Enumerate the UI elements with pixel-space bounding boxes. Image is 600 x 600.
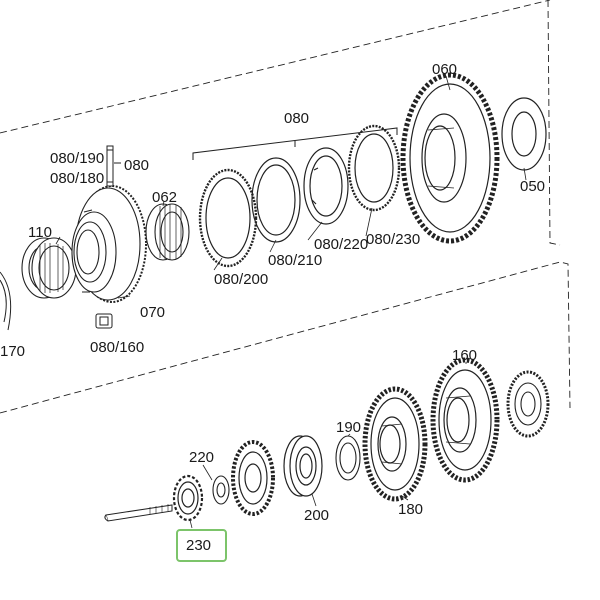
part-080-220-ring [303,147,349,225]
label-190[interactable]: 190 [336,419,361,436]
part-080-190-clip [106,145,114,187]
part-190-washer [335,435,361,481]
upper-boundary-right [547,0,561,246]
part-062-bearing [145,203,190,261]
label-080-200[interactable]: 080/200 [214,271,268,288]
label-200[interactable]: 200 [304,507,329,524]
label-080-160[interactable]: 080/160 [90,339,144,356]
part-220-washer [212,475,230,505]
part-rightmost-hub [506,370,550,438]
label-080-210[interactable]: 080/210 [268,252,322,269]
part-080-230-ring [347,124,401,212]
label-110[interactable]: 110 [28,224,52,241]
assembly-boundary-lines [0,0,571,414]
part-180-gear [362,386,428,502]
part-170-shape [0,271,12,331]
label-080-side[interactable]: 080 [124,157,149,174]
part-060-gear [400,72,500,244]
part-160-gear [430,357,500,483]
label-050[interactable]: 050 [520,178,545,195]
label-220[interactable]: 220 [189,449,214,466]
highlight-box-230 [176,529,227,562]
upper-leader-lines [55,75,527,299]
label-160[interactable]: 160 [452,347,477,364]
label-080-190[interactable]: 080/190 [50,150,104,167]
label-080-230[interactable]: 080/230 [366,231,420,248]
label-070[interactable]: 070 [140,304,165,321]
lower-leader-lines [189,362,467,529]
part-070-carrier [71,185,147,303]
part-080-200-ring [198,168,258,268]
label-080-220[interactable]: 080/220 [314,236,368,253]
part-230-nut [172,474,204,522]
part-080-210-ring [251,157,301,243]
label-060[interactable]: 060 [432,61,457,78]
lower-boundary [0,261,571,414]
label-080-180[interactable]: 080/180 [50,170,104,187]
part-050-washer [501,97,547,171]
part-110-bearing [21,237,77,299]
part-230-shaft [104,504,173,522]
part-small-gear [231,440,275,516]
label-180[interactable]: 180 [398,501,423,518]
part-080-bracket [114,127,398,164]
label-170[interactable]: 170 [0,343,25,360]
upper-boundary-top [0,0,551,134]
label-062[interactable]: 062 [152,189,177,206]
label-080-top[interactable]: 080 [284,110,309,127]
part-200-bearing [283,435,323,497]
part-labels: 060 080 080/190 080/180 080 062 110 080/… [0,61,545,562]
part-080-160-block [95,313,113,329]
label-230[interactable]: 230 [186,537,211,554]
